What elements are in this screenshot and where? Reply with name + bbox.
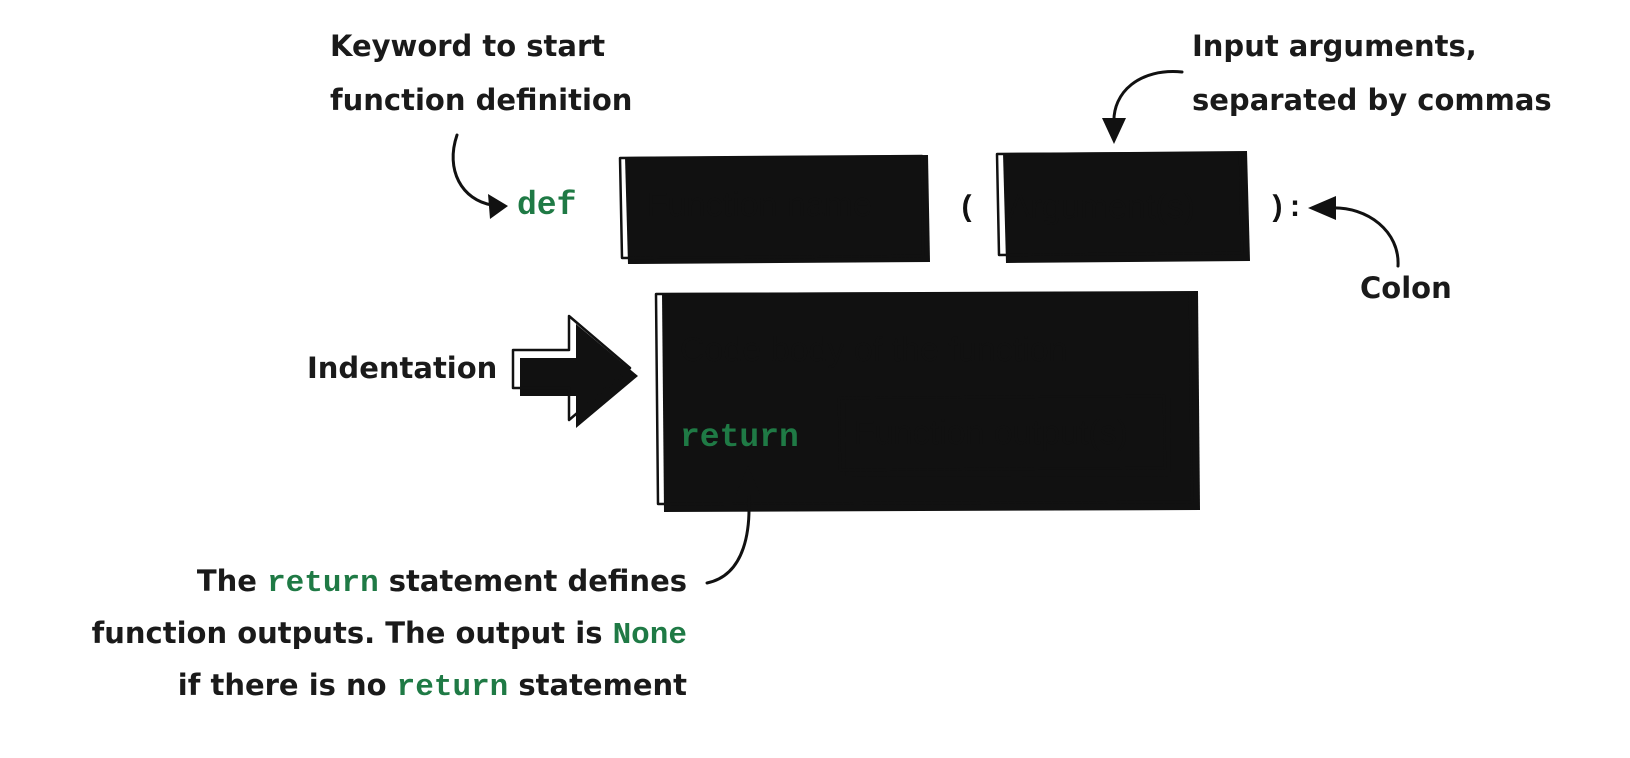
code-body-box: Code body of the function return Functio…: [654, 291, 1200, 512]
def-keyword: def: [517, 187, 576, 224]
return-note-line1: The return statement defines: [197, 564, 687, 601]
keyword-annotation-line2: function definition: [330, 83, 632, 117]
open-paren: (: [958, 192, 976, 226]
indentation-annotation: Indentation: [307, 351, 497, 385]
curved-arrow-icon: [705, 466, 760, 585]
curved-arrow-icon: [1308, 196, 1400, 268]
curved-arrow-icon: [1102, 70, 1184, 144]
inputs-annotation-line1: Input arguments,: [1192, 29, 1477, 63]
return-keyword: return: [680, 419, 799, 456]
hatched-right-arrow-icon: [511, 314, 638, 428]
arguments-box: Argument(s): [995, 151, 1250, 263]
keyword-annotation-line1: Keyword to start: [330, 29, 605, 63]
code-body-label: Code body of the function: [680, 331, 1068, 369]
curved-arrow-icon: [451, 133, 508, 219]
arguments-label: Argument(s): [1008, 188, 1195, 226]
colon-annotation: Colon: [1360, 271, 1452, 305]
close-paren-colon: ):: [1268, 192, 1304, 226]
function-output-label: Function output(s): [854, 414, 1128, 452]
function-name-box: Function name: [618, 154, 930, 264]
return-note-line3: if there is no return statement: [178, 668, 687, 705]
function-output-box: Function output(s): [837, 394, 1171, 477]
inputs-annotation-line2: separated by commas: [1192, 83, 1552, 117]
function-name-label: Function name: [647, 186, 872, 224]
return-note-line2: function outputs. The output is None: [92, 616, 687, 653]
